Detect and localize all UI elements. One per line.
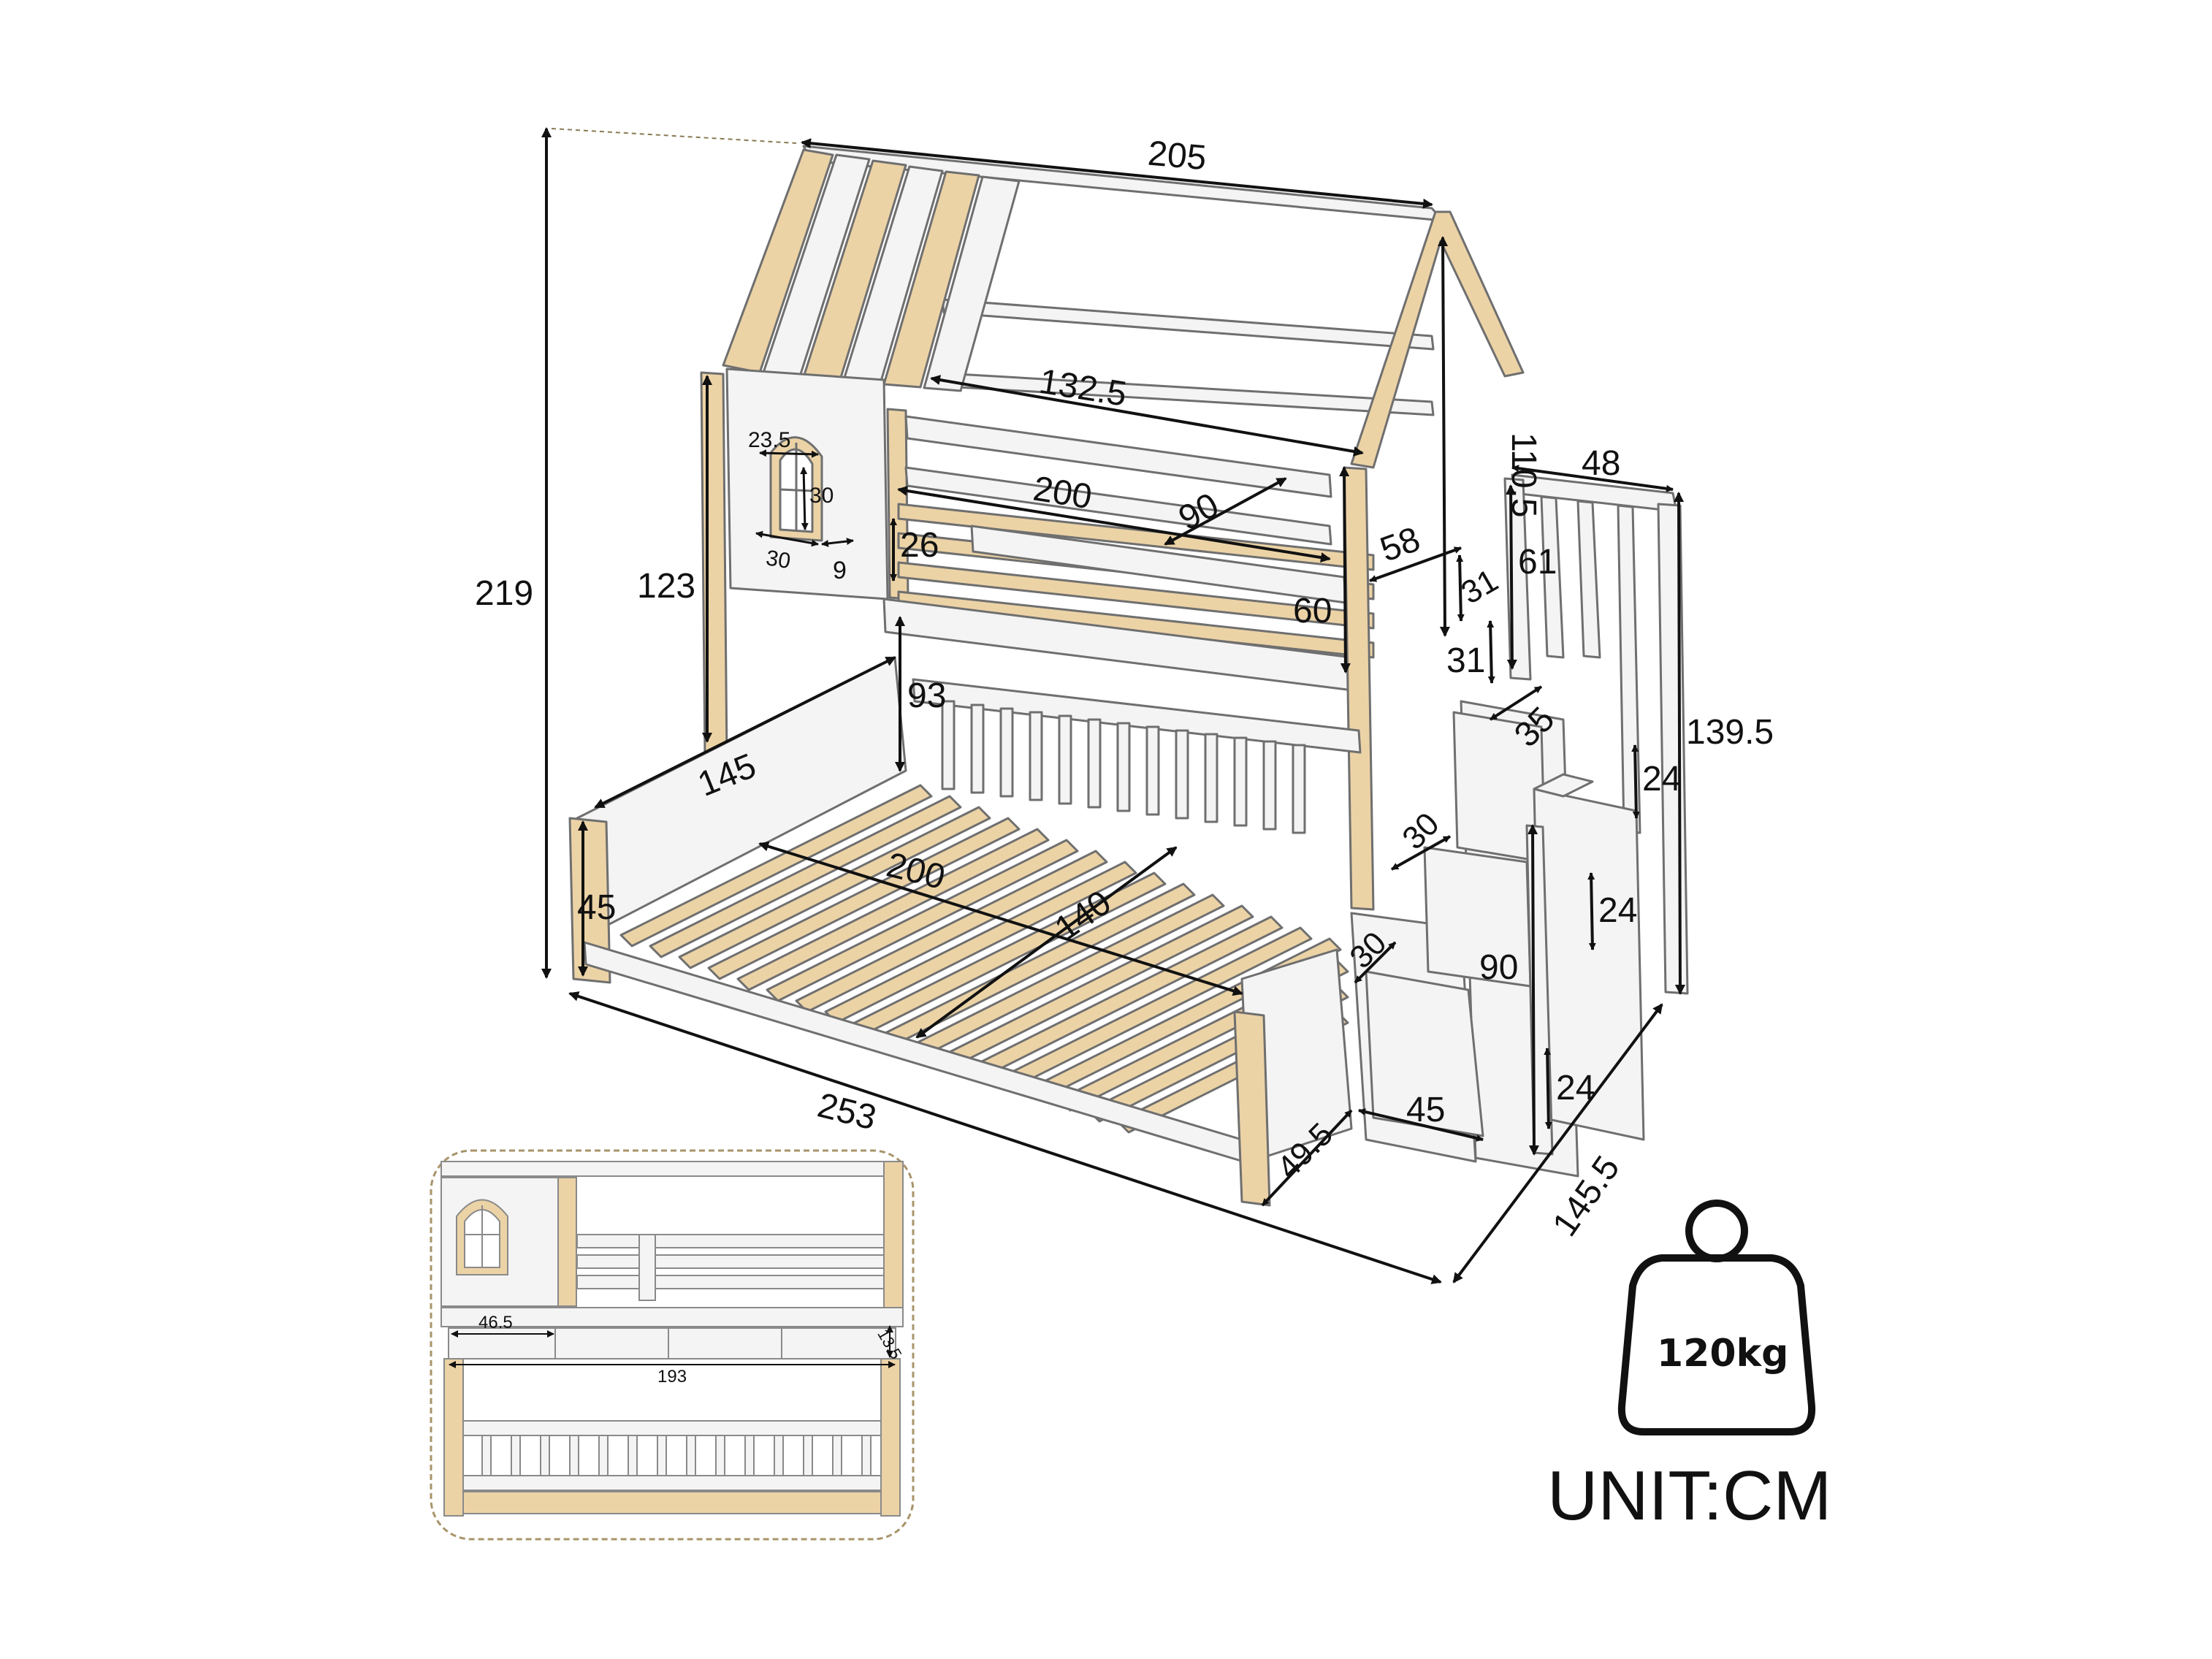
label-24-b: 24 — [1598, 891, 1637, 930]
dim-line-31-b — [1487, 620, 1495, 684]
dim-line-200-upper — [897, 485, 1331, 563]
dim-line-49-5 — [1261, 1109, 1353, 1207]
label-110-5: 110.5 — [1504, 432, 1543, 518]
stair-back-post — [1657, 503, 1689, 995]
label-24-c: 24 — [1556, 1069, 1595, 1107]
dim-line-90-stair — [1528, 824, 1539, 1156]
inset-lower-bottom-rail — [462, 1475, 882, 1491]
lower-foot-post — [1233, 1010, 1271, 1207]
upper-left-post — [700, 371, 728, 761]
right-gable — [1350, 210, 1525, 469]
label-23-5: 23.5 — [748, 428, 790, 452]
inset-balusters — [481, 1435, 872, 1476]
label-132-5: 132.5 — [1037, 362, 1129, 414]
label-48: 48 — [1582, 444, 1620, 483]
inset-lower-slats — [462, 1491, 882, 1514]
inset-rail-1 — [576, 1234, 885, 1248]
inset-inner-post — [557, 1177, 577, 1307]
weight-capacity-badge: 120kg — [1617, 1200, 1816, 1435]
label-31-b: 31 — [1446, 641, 1485, 680]
dim-line-24-a — [1631, 744, 1640, 819]
label-205: 205 — [1146, 134, 1208, 178]
label-123: 123 — [637, 567, 695, 606]
dim-line-110-5 — [1438, 236, 1450, 637]
inset-top-bar — [441, 1161, 904, 1177]
weight-icon — [1617, 1254, 1816, 1435]
roof-guide-line — [551, 128, 797, 144]
label-90-stair: 90 — [1479, 948, 1518, 987]
dim-line-30-b — [1354, 941, 1397, 984]
label-93: 93 — [907, 676, 946, 715]
label-31-a: 31 — [1455, 562, 1504, 611]
stair-side-balusters — [1540, 495, 1641, 834]
label-60: 60 — [1293, 592, 1332, 630]
inset-label-46-5: 46.5 — [478, 1313, 513, 1332]
inset-drawers — [448, 1327, 896, 1359]
label-24-a: 24 — [1642, 760, 1681, 798]
dim-line-23-5 — [759, 449, 819, 458]
label-30-window-bottom: 30 — [764, 546, 792, 573]
dim-line-61 — [1506, 484, 1517, 670]
lower-back-balusters — [941, 700, 1306, 834]
roof-slats — [722, 148, 1021, 392]
label-26: 26 — [900, 526, 939, 565]
dim-line-253 — [568, 991, 1442, 1284]
inset-rail-2 — [576, 1254, 885, 1269]
dimension-labels: 219 205 132.5 110.5 200 90 123 23.5 30 3… — [475, 134, 1774, 1243]
dim-line-139-5 — [1674, 492, 1685, 995]
dim-line-58 — [1369, 546, 1462, 582]
stair-block — [1350, 700, 1645, 1178]
label-139-5: 139.5 — [1686, 713, 1774, 752]
inset-right-post — [883, 1161, 904, 1308]
roof-lower-bar — [930, 371, 1435, 416]
roof-middle-bar — [941, 298, 1435, 351]
dim-line-90-upper — [1164, 477, 1287, 546]
unit-label: UNIT:CM — [1547, 1457, 1831, 1535]
upper-right-post — [1343, 466, 1375, 911]
dim-line-48 — [1511, 465, 1674, 492]
inset-rail-3 — [576, 1275, 885, 1289]
dim-line-205 — [801, 138, 1433, 209]
label-90-upper: 90 — [1172, 486, 1225, 538]
label-61: 61 — [1518, 543, 1557, 581]
dim-line-9 — [821, 538, 854, 547]
dim-line-145-5 — [1452, 1003, 1663, 1284]
label-45: 45 — [577, 888, 616, 927]
weight-label: 120kg — [1657, 1332, 1788, 1376]
dimension-lines — [541, 127, 1685, 1284]
dim-line-132-5 — [930, 375, 1364, 457]
dim-line-31-a — [1456, 554, 1465, 622]
label-200-upper: 200 — [1031, 470, 1094, 517]
weight-handle-icon — [1685, 1200, 1748, 1262]
lower-back-rail — [912, 678, 1362, 754]
dim-line-35 — [1489, 685, 1543, 721]
inset-ladder-post — [638, 1234, 656, 1301]
inset-window-icon — [456, 1199, 508, 1275]
label-45-stair: 45 — [1406, 1091, 1445, 1129]
label-30-window: 30 — [809, 484, 834, 508]
front-view-inset: 46.5 13.5 193 — [430, 1149, 915, 1541]
dim-line-24-b — [1587, 872, 1596, 950]
dim-line-30-a — [1391, 835, 1451, 871]
inset-lower-top-rail — [462, 1420, 882, 1436]
inset-lower-left-post — [443, 1358, 464, 1517]
dim-line-30-window — [800, 467, 809, 530]
dim-line-30-window-bottom — [755, 530, 819, 547]
inset-lower-right-post — [880, 1358, 901, 1517]
dim-line-60 — [1339, 466, 1351, 674]
label-9: 9 — [833, 557, 847, 584]
dim-line-24-c — [1544, 1048, 1552, 1129]
inset-label-193: 193 — [657, 1367, 687, 1387]
label-219: 219 — [475, 574, 533, 613]
inset-upper-base — [441, 1307, 904, 1327]
dim-line-145 — [594, 656, 896, 809]
